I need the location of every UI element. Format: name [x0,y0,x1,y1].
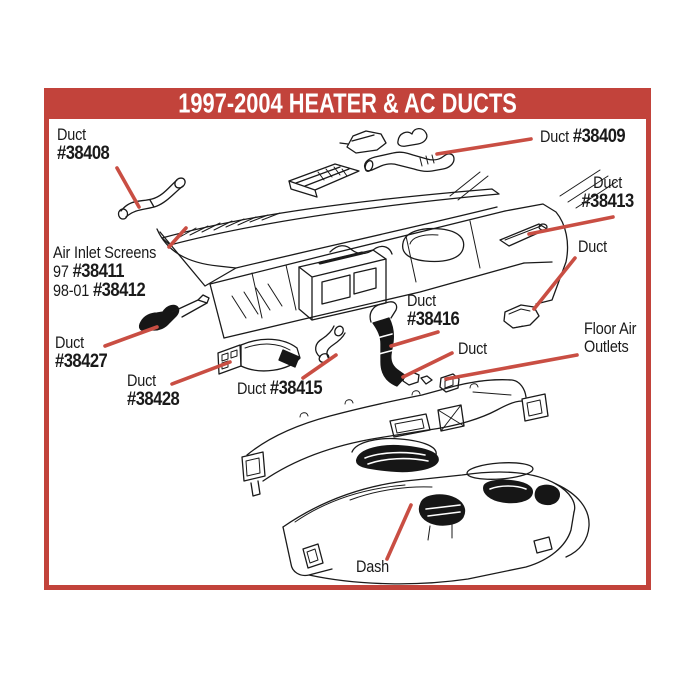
top-bracket-parts-drawing [339,127,428,154]
defroster-grille-drawing [351,437,439,473]
leader-duct-38416 [389,330,440,348]
label-line: Duct #38415 [237,377,323,399]
label-line: Duct [57,125,87,144]
leader-duct-38415 [301,353,338,380]
duct-38408-part-drawing [117,177,186,220]
leader-duct-38427 [103,325,159,348]
label-line: #38408 [57,142,110,164]
label-line: Dash [356,557,390,576]
label-line: #38427 [55,350,108,372]
label-line: Duct [55,333,85,352]
floor-duct-assembly-drawing [241,379,549,497]
label-duct-mid-right: Duct [458,340,487,358]
label-duct-upper-right: Duct [578,238,607,256]
cowl-and-trim-drawing [156,188,500,287]
dash-panel-drawing [282,462,590,585]
leader-duct-upper-right [532,256,577,311]
leader-dash [385,503,413,561]
duct-38409-part-drawing [363,151,455,173]
leader-duct-38413 [527,215,615,236]
hvac-unit-drawing [298,227,465,321]
dash-frame-drawing [209,169,617,339]
page-border-frame [44,88,651,590]
label-line: 98-01 #38412 [53,279,146,301]
label-line: #38428 [127,388,180,410]
label-line: Duct [593,173,623,192]
label-duct-38428: Duct#38428 [127,371,180,410]
label-line: Duct [458,339,488,358]
label-duct-38416: Duct#38416 [407,291,460,330]
label-line: 97 #38411 [53,260,124,282]
duct-38427-part-drawing [139,294,210,332]
title-banner: 1997-2004 HEATER & AC DUCTS [44,86,651,120]
label-line: Duct [407,291,437,310]
label-dash: Dash [356,558,389,576]
label-line: Air Inlet Screens [53,243,157,262]
label-line: Outlets [584,337,629,356]
page-title: 1997-2004 HEATER & AC DUCTS [178,86,517,120]
label-line: Floor Air [584,319,637,338]
leader-duct-mid-right [401,351,454,379]
leader-duct-38408 [115,166,141,209]
duct-38416-part-drawing [369,301,433,387]
leader-duct-38409 [435,137,533,156]
duct-upper-right-part-drawing [503,304,540,329]
label-line: Duct #38409 [540,125,626,147]
label-line: #38416 [407,308,460,330]
label-duct-38408: Duct#38408 [57,125,110,164]
leader-floor-air-outlets [444,353,579,381]
leader-air-inlet-screens [167,226,188,249]
label-duct-38413: Duct#38413 [577,174,638,211]
label-line: Duct [127,371,157,390]
label-duct-38415: Duct #38415 [237,377,323,399]
defroster-vent-part-drawing [288,163,360,198]
label-line: #38413 [581,190,634,212]
label-duct-38409: Duct #38409 [540,125,626,147]
label-line: Duct [578,237,608,256]
label-duct-38427: Duct#38427 [55,333,108,372]
leader-duct-38428 [170,360,232,386]
